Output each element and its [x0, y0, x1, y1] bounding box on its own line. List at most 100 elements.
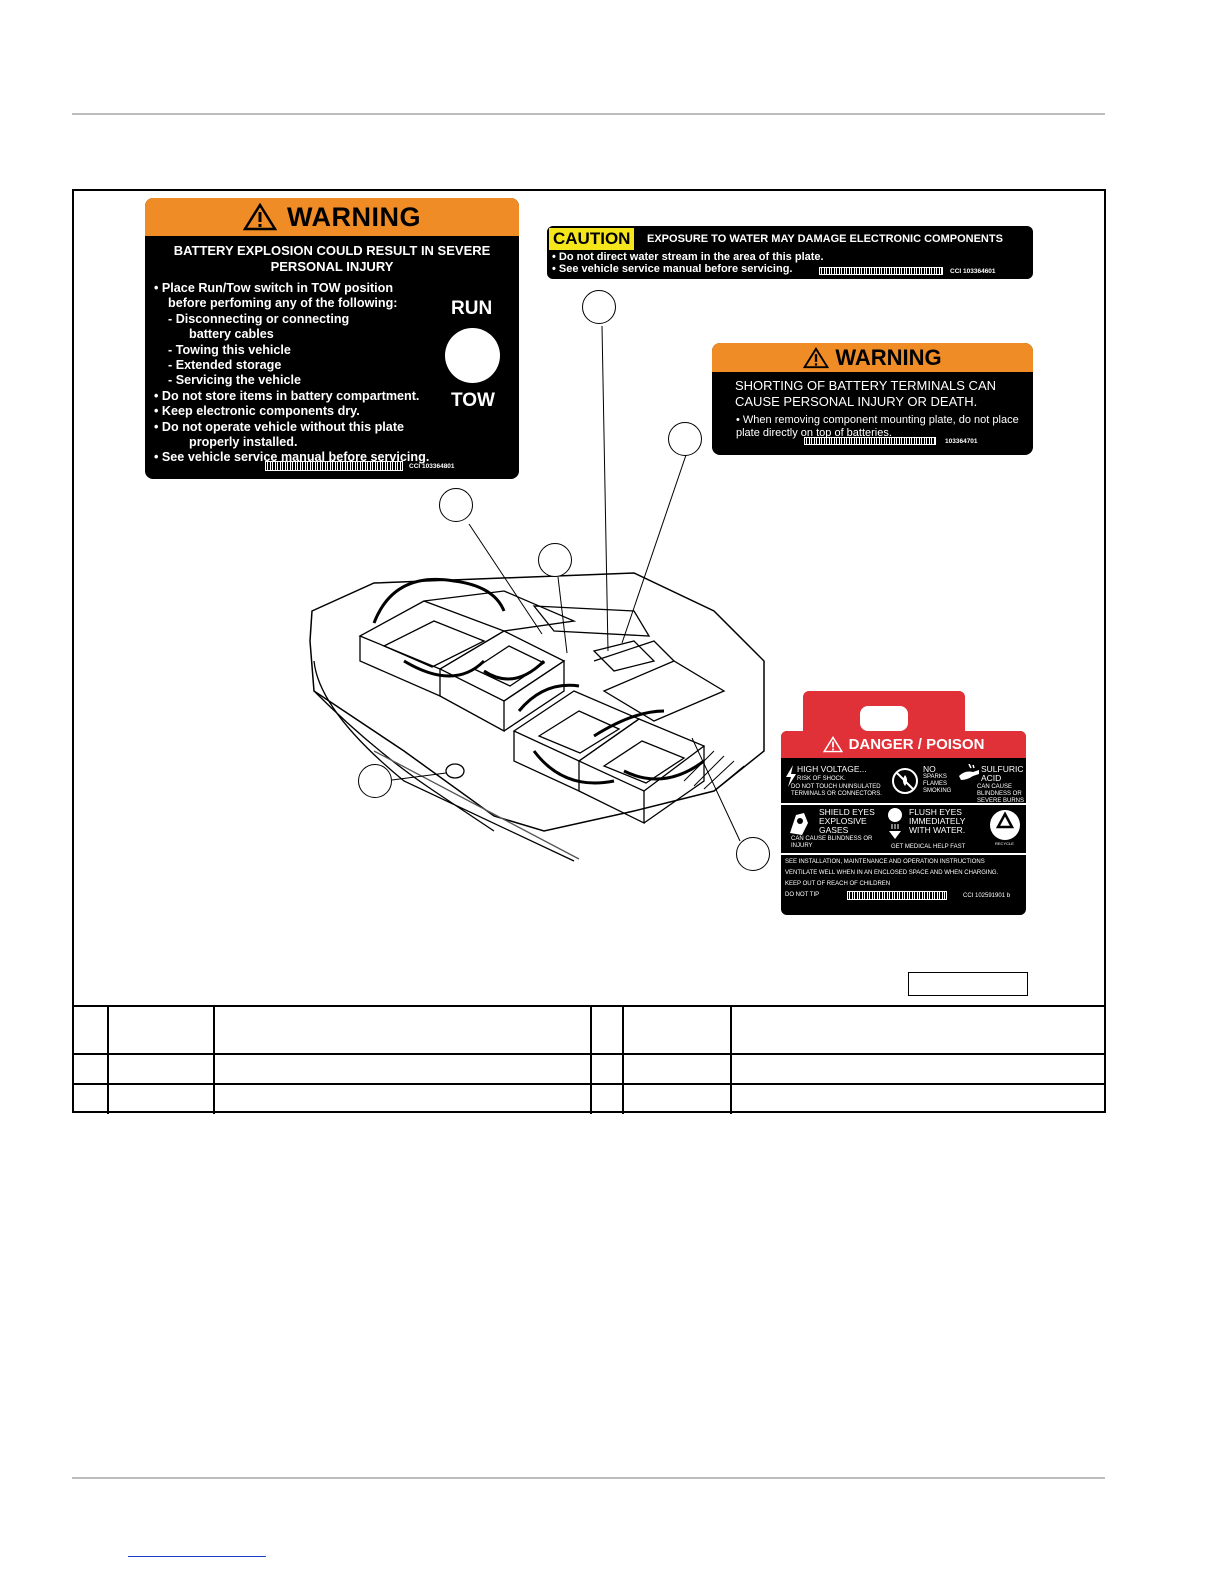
- callout-circle: [668, 422, 702, 456]
- high-voltage-text: HIGH VOLTAGE...: [797, 764, 867, 774]
- divider: [781, 853, 1026, 855]
- water-caution-label: CAUTION EXPOSURE TO WATER MAY DAMAGE ELE…: [547, 226, 1033, 279]
- instruction-line: • See vehicle service manual before serv…: [154, 450, 430, 465]
- legend-row: [74, 1053, 1104, 1084]
- figure-reference-box: [908, 972, 1028, 996]
- barcode: [265, 461, 403, 471]
- barcode: [847, 891, 947, 900]
- instruction-line: - Servicing the vehicle: [168, 373, 301, 388]
- legend-cell: [590, 1053, 623, 1084]
- barcode: [804, 437, 936, 445]
- instruction-line: - Disconnecting or connecting: [168, 311, 350, 326]
- callout-circle: [538, 543, 572, 577]
- legend-cell: [730, 1053, 1104, 1084]
- sparks-text: SPARKS FLAMES SMOKING: [923, 774, 952, 794]
- battery-labels-figure: WARNING BATTERY EXPLOSION COULD RESULT I…: [72, 189, 1106, 1114]
- part-code: CCI 103364801: [409, 463, 455, 470]
- legend-cell: [74, 1053, 108, 1084]
- part-code: CCI 103364601: [950, 268, 996, 275]
- part-code: CCI 102591901 b: [963, 893, 1011, 899]
- instruction-line: • Do not operate vehicle without this pl…: [154, 419, 405, 434]
- warning-header-text: WARNING: [287, 201, 421, 232]
- shield-eyes-text: SHIELD EYES EXPLOSIVE GASES: [819, 807, 875, 835]
- legend-cell: [730, 1005, 1104, 1054]
- no-flame-icon: [892, 768, 918, 794]
- flush-eyes-text: FLUSH EYES IMMEDIATELY WITH WATER.: [909, 807, 966, 835]
- danger-label-body: DANGER / POISON HIGH VOLTAGE... RISK OF …: [781, 731, 1026, 915]
- shield-detail: CAN CAUSE BLINDNESS OR INJURY: [791, 836, 873, 849]
- shorting-warning-label: WARNING SHORTING OF BATTERY TERMINALS CA…: [712, 343, 1033, 455]
- danger-header-text: DANGER / POISON: [848, 736, 985, 753]
- instruction-line: • Do not store items in battery compartm…: [154, 388, 420, 403]
- legend-cell: [74, 1005, 108, 1054]
- eye-flush-icon: [888, 808, 902, 839]
- legend-cell: [730, 1083, 1104, 1114]
- instruction-line: battery cables: [189, 327, 274, 342]
- caution-heading: EXPOSURE TO WATER MAY DAMAGE ELECTRONIC …: [647, 233, 1003, 245]
- warning-header: WARNING: [712, 343, 1033, 372]
- callout-circle: [736, 837, 770, 871]
- legend-cell: [590, 1005, 623, 1054]
- recycle-text: RECYCLE: [995, 841, 1014, 846]
- legend-cell: [107, 1005, 214, 1054]
- eye-shield-icon: [790, 813, 808, 835]
- danger-note: SEE INSTALLATION, MAINTENANCE AND OPERAT…: [785, 859, 985, 865]
- part-code: 103364701: [945, 438, 978, 445]
- legend-cell: [622, 1083, 731, 1114]
- danger-header: DANGER / POISON: [781, 731, 1026, 758]
- recycle-icon: [990, 810, 1020, 840]
- legend-cell: [622, 1005, 731, 1054]
- footer-link-underline[interactable]: [128, 1556, 266, 1557]
- legend-cell: [74, 1083, 108, 1114]
- caution-line: • See vehicle service manual before serv…: [552, 263, 793, 275]
- caution-line: • Do not direct water stream in the area…: [552, 251, 824, 263]
- battery-compartment-illustration: [309, 325, 765, 862]
- legend-cell: [622, 1053, 731, 1084]
- no-text: NO: [923, 764, 936, 774]
- barcode: [819, 267, 943, 275]
- callout-circle: [439, 488, 473, 522]
- tow-label: TOW: [451, 390, 495, 411]
- warning-header: WARNING: [145, 198, 519, 236]
- legend-cell: [213, 1053, 591, 1084]
- run-tow-switch-icon: [445, 328, 500, 383]
- header-rule: [72, 113, 1105, 115]
- footer-rule: [72, 1477, 1105, 1479]
- legend-cell: [107, 1083, 214, 1114]
- shock-text: RISK OF SHOCK.: [797, 776, 846, 782]
- divider: [781, 803, 1026, 805]
- callout-circle: [358, 764, 392, 798]
- legend-header-row: [74, 1005, 1104, 1054]
- warning-triangle-icon: [822, 736, 843, 753]
- legend-cell: [107, 1053, 214, 1084]
- lightning-icon: [786, 765, 796, 787]
- danger-note: KEEP OUT OF REACH OF CHILDREN: [785, 881, 891, 887]
- warning-title: BATTERY EXPLOSION COULD RESULT IN SEVERE…: [173, 243, 491, 274]
- danger-poison-label: DANGER / POISON HIGH VOLTAGE... RISK OF …: [781, 691, 1026, 915]
- shock-detail: DO NOT TOUCH UNINSULATED TERMINALS OR CO…: [791, 784, 882, 797]
- caution-tag: CAUTION: [549, 228, 635, 250]
- battery-explosion-warning-label: WARNING BATTERY EXPLOSION COULD RESULT I…: [145, 198, 519, 479]
- legend-cell: [590, 1083, 623, 1114]
- callout-circle: [582, 290, 616, 324]
- shorting-warning-bullet: • When removing component mounting plate…: [736, 414, 1019, 439]
- legend-cell: [213, 1005, 591, 1054]
- run-label: RUN: [451, 298, 493, 319]
- instruction-line: before perfoming any of the following:: [168, 296, 398, 311]
- instruction-line: - Extended storage: [168, 358, 282, 373]
- acid-detail: CAN CAUSE BLINDNESS OR SEVERE BURNS: [977, 784, 1025, 804]
- legend-row: [74, 1083, 1104, 1114]
- instruction-line: • Keep electronic components dry.: [154, 404, 360, 419]
- hang-hole: [860, 706, 908, 731]
- medical-help-text: GET MEDICAL HELP FAST: [891, 844, 966, 850]
- warning-triangle-icon: [243, 203, 277, 231]
- instruction-line: - Towing this vehicle: [168, 342, 291, 357]
- legend-table: [74, 1005, 1104, 1114]
- instruction-line: properly installed.: [189, 435, 298, 450]
- warning-triangle-icon: [803, 346, 830, 368]
- acid-hand-icon: [959, 764, 979, 780]
- danger-note: VENTILATE WELL WHEN IN AN ENCLOSED SPACE…: [785, 870, 999, 876]
- warning-header-text: WARNING: [835, 344, 942, 370]
- warning-instructions: • Place Run/Tow switch in TOW position b…: [145, 281, 445, 466]
- instruction-line: • Place Run/Tow switch in TOW position: [154, 281, 394, 295]
